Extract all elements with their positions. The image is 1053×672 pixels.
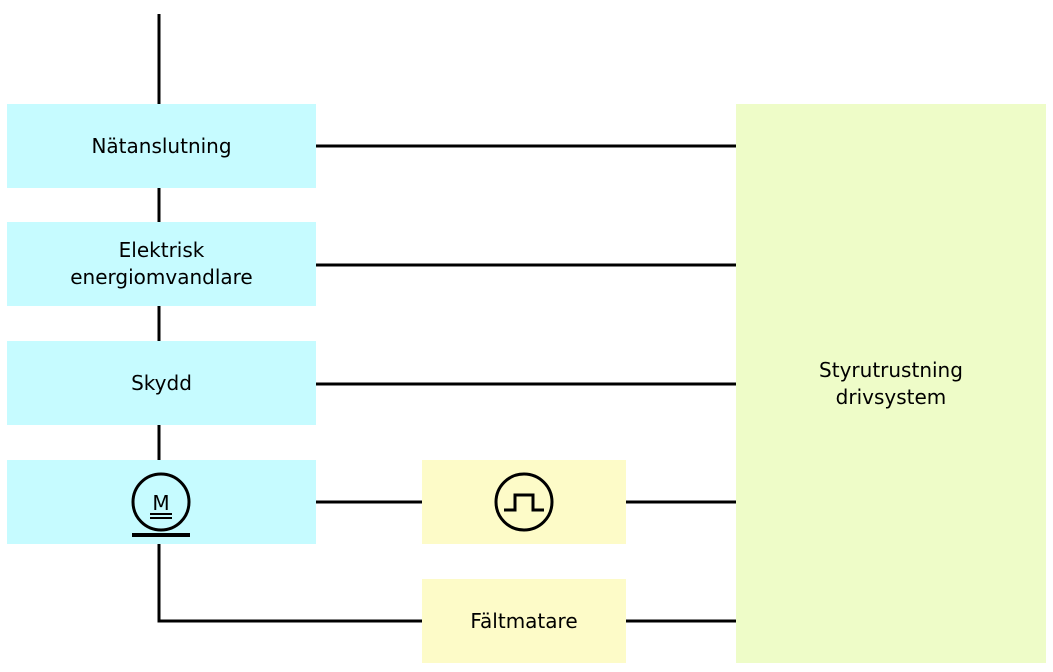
motor-icon: M: [131, 472, 191, 537]
field-supply-label: Fältmatare: [470, 608, 578, 633]
field-supply-block: Fältmatare: [422, 579, 626, 663]
grid-connection-label: Nätanslutning: [91, 133, 232, 158]
converter-block: Elektrisk energiomvandlare: [7, 222, 316, 306]
protection-label: Skydd: [131, 370, 192, 395]
control-system-block: Styrutrustning drivsystem: [736, 104, 1046, 663]
protection-block: Skydd: [7, 341, 316, 425]
pulse-icon: [494, 472, 554, 532]
line-motor-field: [157, 536, 422, 623]
motor-symbol-text: M: [152, 491, 169, 515]
grid-connection-block: Nätanslutning: [7, 104, 316, 188]
converter-label: Elektrisk energiomvandlare: [70, 238, 253, 289]
control-system-label: Styrutrustning drivsystem: [819, 357, 963, 409]
